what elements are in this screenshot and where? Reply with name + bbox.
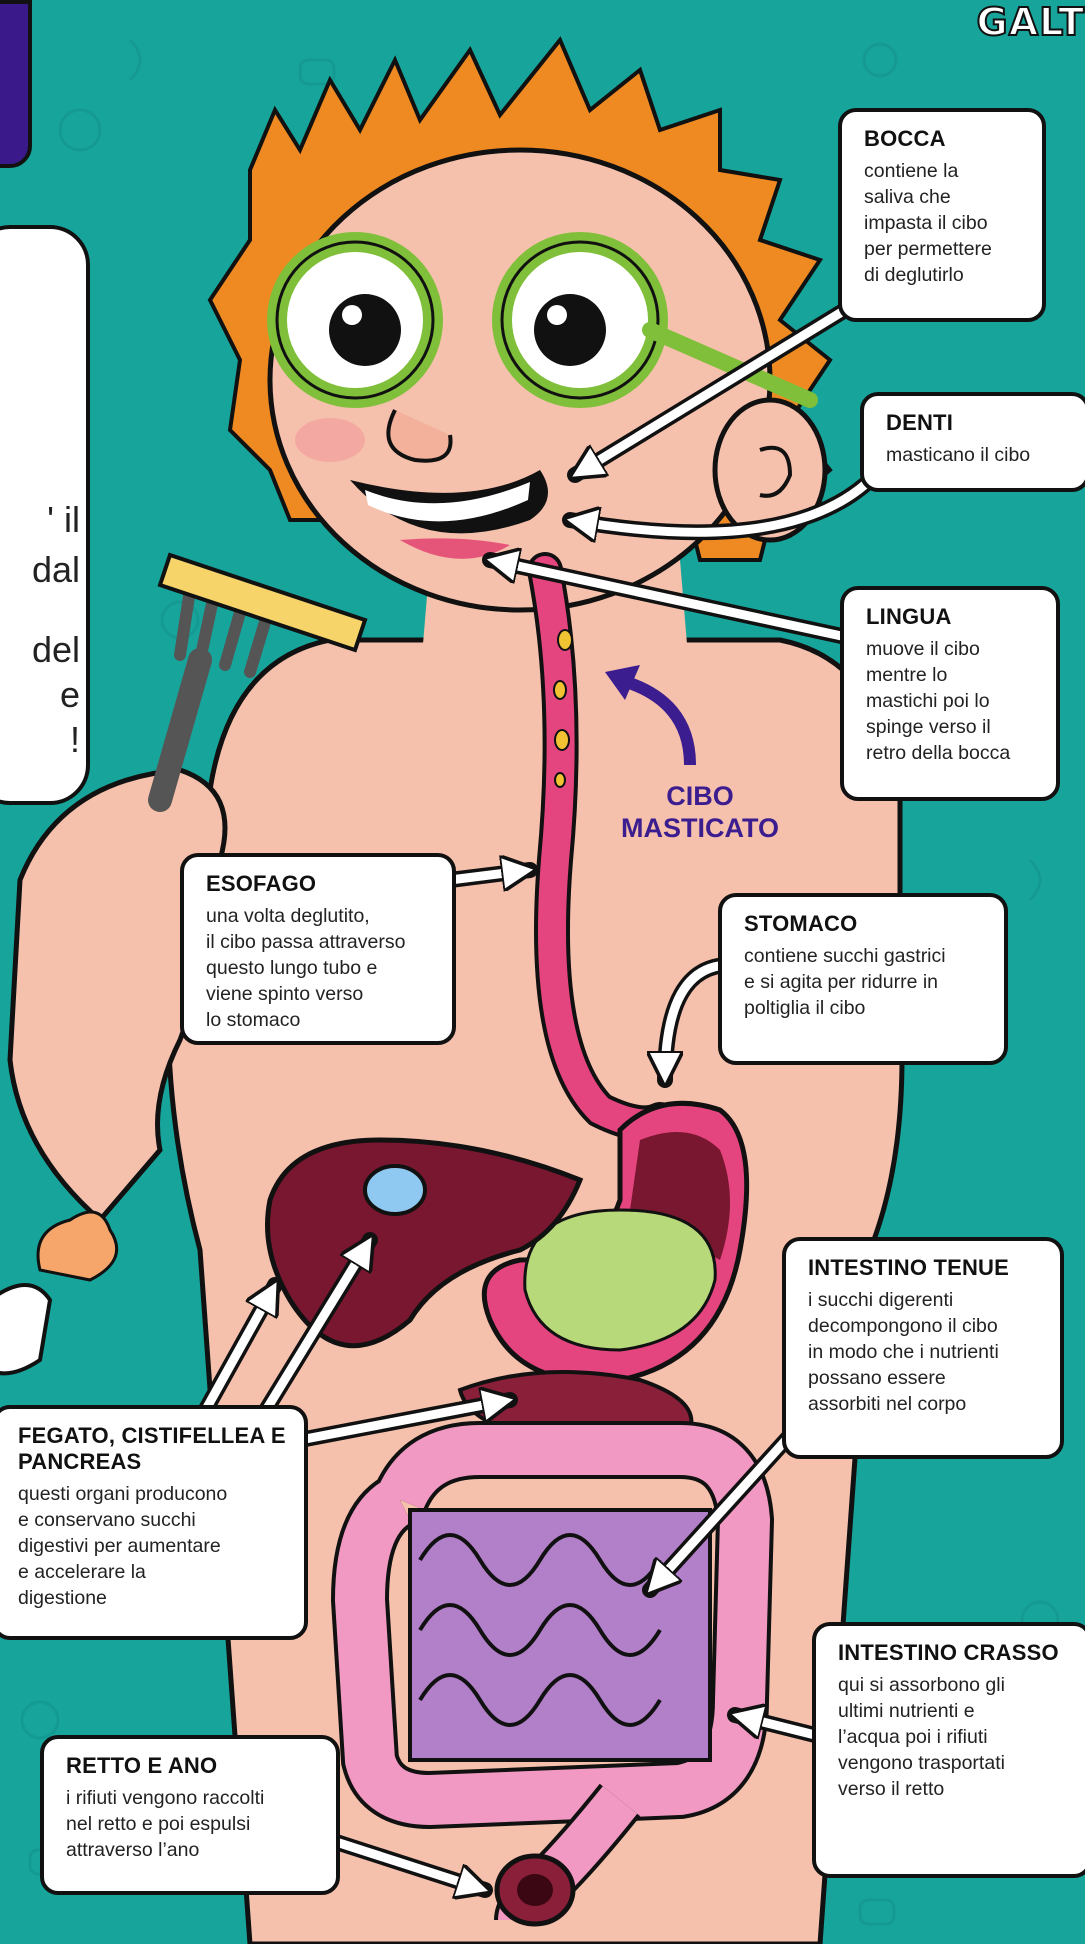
cibo-masticato-label: CIBO MASTICATO [600, 780, 800, 844]
label-text: contiene succhi gastrici e si agita per … [744, 943, 988, 1021]
label-title: BOCCA [864, 126, 1026, 152]
label-retto-ano: RETTO E ANO i rifiuti vengono raccolti n… [40, 1735, 340, 1895]
label-stomaco: STOMACO contiene succhi gastrici e si ag… [718, 893, 1008, 1065]
label-title: RETTO E ANO [66, 1753, 320, 1779]
intro-fragment: e [60, 674, 80, 716]
label-title: INTESTINO TENUE [808, 1255, 1044, 1281]
label-title: DENTI [886, 410, 1070, 436]
label-bocca: BOCCA contiene la saliva che impasta il … [838, 108, 1046, 322]
label-text: masticano il cibo [886, 442, 1070, 468]
label-lingua: LINGUA muove il cibo mentre lo mastichi … [840, 586, 1060, 801]
label-fegato-cistifellea-pancreas: FEGATO, CISTIFELLEA E PANCREAS questi or… [0, 1405, 308, 1640]
intro-fragment: del [32, 629, 80, 671]
label-text: qui si assorbono gli ultimi nutrienti e … [838, 1672, 1072, 1802]
label-intestino-tenue: INTESTINO TENUE i succhi digerenti decom… [782, 1237, 1064, 1459]
label-text: muove il cibo mentre lo mastichi poi lo … [866, 636, 1040, 766]
label-esofago: ESOFAGO una volta deglutito, il cibo pas… [180, 853, 456, 1045]
label-denti: DENTI masticano il cibo [860, 392, 1085, 492]
label-text: questi organi producono e conservano suc… [18, 1481, 288, 1611]
label-text: i rifiuti vengono raccolti nel retto e p… [66, 1785, 320, 1863]
brand-logo: GALT [977, 0, 1085, 44]
label-title: ESOFAGO [206, 871, 436, 897]
intro-fragment: dal [32, 549, 80, 591]
label-title: INTESTINO CRASSO [838, 1640, 1072, 1666]
label-text: una volta deglutito, il cibo passa attra… [206, 903, 436, 1033]
label-text: contiene la saliva che impasta il cibo p… [864, 158, 1026, 288]
small-intestine [410, 1510, 710, 1760]
label-title: LINGUA [866, 604, 1040, 630]
intro-fragment: ! [70, 719, 80, 761]
intro-fragment: ' il [47, 499, 80, 541]
gallbladder [365, 1166, 425, 1214]
label-text: i succhi digerenti decompongono il cibo … [808, 1287, 1044, 1417]
label-intestino-crasso: INTESTINO CRASSO qui si assorbono gli ul… [812, 1622, 1085, 1878]
purple-title-panel-edge [0, 0, 32, 168]
intro-panel-edge: ' il dal del e ! [0, 225, 90, 805]
label-title: FEGATO, CISTIFELLEA E PANCREAS [18, 1423, 288, 1475]
label-title: STOMACO [744, 911, 988, 937]
